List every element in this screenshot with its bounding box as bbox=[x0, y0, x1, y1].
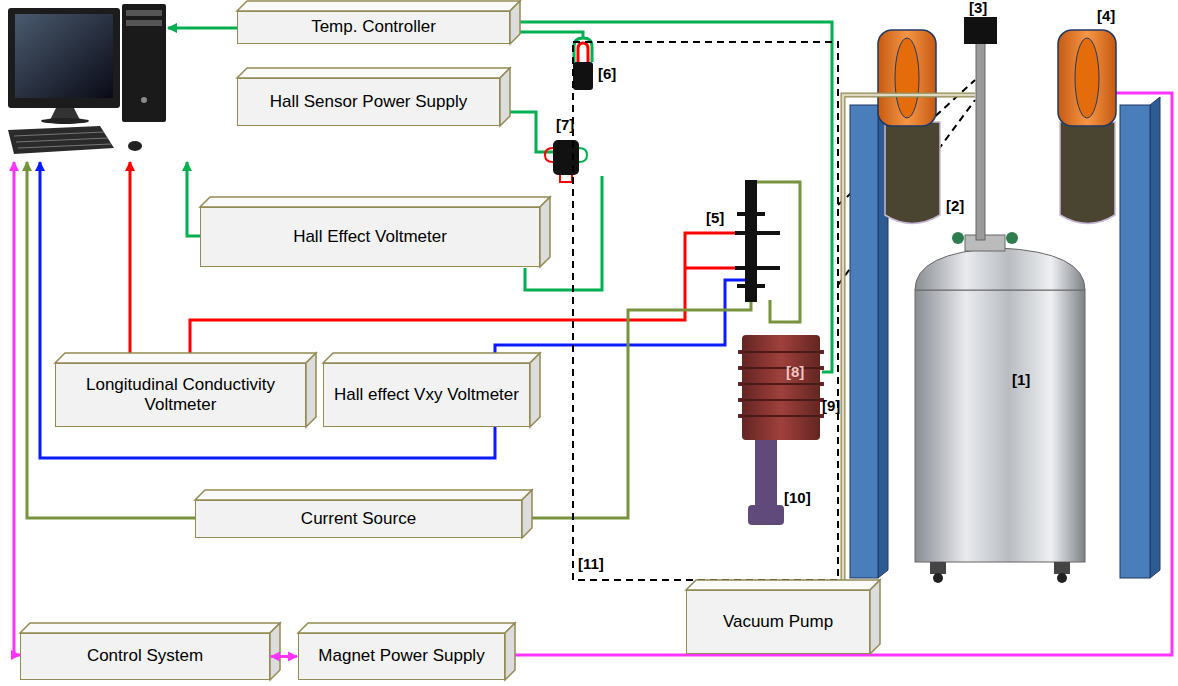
box-side-face bbox=[505, 623, 515, 680]
box-label: Hall Sensor Power Supply bbox=[270, 92, 467, 112]
heater-block bbox=[738, 335, 824, 525]
device-box: Current Source bbox=[195, 500, 522, 538]
device-box: Vacuum Pump bbox=[686, 590, 870, 654]
callout-number: [9] bbox=[822, 398, 840, 415]
callout-number: [8] bbox=[786, 364, 804, 381]
cryogenic-dewar bbox=[915, 232, 1085, 583]
box-label: Temp. Controller bbox=[311, 17, 436, 37]
control-link-arrow bbox=[271, 655, 297, 658]
box-side-face bbox=[530, 353, 540, 427]
device-box: Magnet Power Supply bbox=[298, 633, 505, 680]
callout-number: [10] bbox=[784, 490, 811, 507]
box-label: Vacuum Pump bbox=[723, 612, 833, 632]
box-side-face bbox=[510, 1, 520, 44]
callout-number: [6] bbox=[598, 66, 616, 83]
computer-icon bbox=[8, 4, 166, 154]
box-side-face bbox=[522, 490, 532, 538]
sample-holder bbox=[735, 180, 780, 302]
device-box: Control System bbox=[20, 633, 270, 680]
box-top-face bbox=[323, 353, 540, 363]
box-side-face bbox=[270, 623, 280, 680]
box-top-face bbox=[237, 1, 520, 11]
box-label: Hall effect Vxy Voltmeter bbox=[334, 385, 519, 405]
box-top-face bbox=[195, 490, 532, 500]
temperature-sensor bbox=[573, 38, 593, 90]
callout-number: [4] bbox=[1097, 8, 1115, 25]
device-box: Temp. Controller bbox=[237, 11, 510, 44]
signal-wires bbox=[14, 22, 1172, 655]
box-top-face bbox=[20, 623, 280, 633]
box-label: Hall Effect Voltmeter bbox=[293, 227, 447, 247]
callout-number: [3] bbox=[969, 0, 987, 17]
device-box: Longitudinal Conductivity Voltmeter bbox=[55, 363, 306, 427]
vacuum-line bbox=[843, 95, 975, 590]
callout-number: [7] bbox=[556, 117, 574, 134]
magnet-yoke bbox=[850, 97, 1160, 578]
box-label: Magnet Power Supply bbox=[318, 646, 484, 666]
box-top-face bbox=[237, 68, 510, 78]
callout-number: [1] bbox=[1012, 372, 1030, 389]
probe-rod bbox=[976, 40, 985, 240]
device-box: Hall Effect Voltmeter bbox=[200, 207, 540, 267]
device-box: Hall Sensor Power Supply bbox=[237, 78, 500, 126]
callout-number: [5] bbox=[706, 210, 724, 227]
device-box: Hall effect Vxy Voltmeter bbox=[323, 363, 530, 427]
magnet-poles bbox=[878, 30, 1116, 224]
hall-sensor bbox=[545, 140, 587, 182]
box-side-face bbox=[870, 580, 880, 654]
box-top-face bbox=[55, 353, 316, 363]
box-label: Current Source bbox=[301, 509, 416, 529]
box-top-face bbox=[686, 580, 880, 590]
box-label: Longitudinal Conductivity Voltmeter bbox=[64, 375, 297, 416]
box-top-face bbox=[298, 623, 515, 633]
callout-number: [2] bbox=[946, 198, 964, 215]
box-side-face bbox=[306, 353, 316, 427]
callout-number: [11] bbox=[578, 556, 604, 573]
zoom-frame bbox=[573, 42, 838, 580]
box-side-face bbox=[500, 68, 510, 126]
box-top-face bbox=[200, 197, 550, 207]
probe-head bbox=[964, 17, 997, 44]
vacuum-line bbox=[843, 95, 975, 590]
box-side-face bbox=[540, 197, 550, 267]
box-label: Control System bbox=[87, 646, 203, 666]
